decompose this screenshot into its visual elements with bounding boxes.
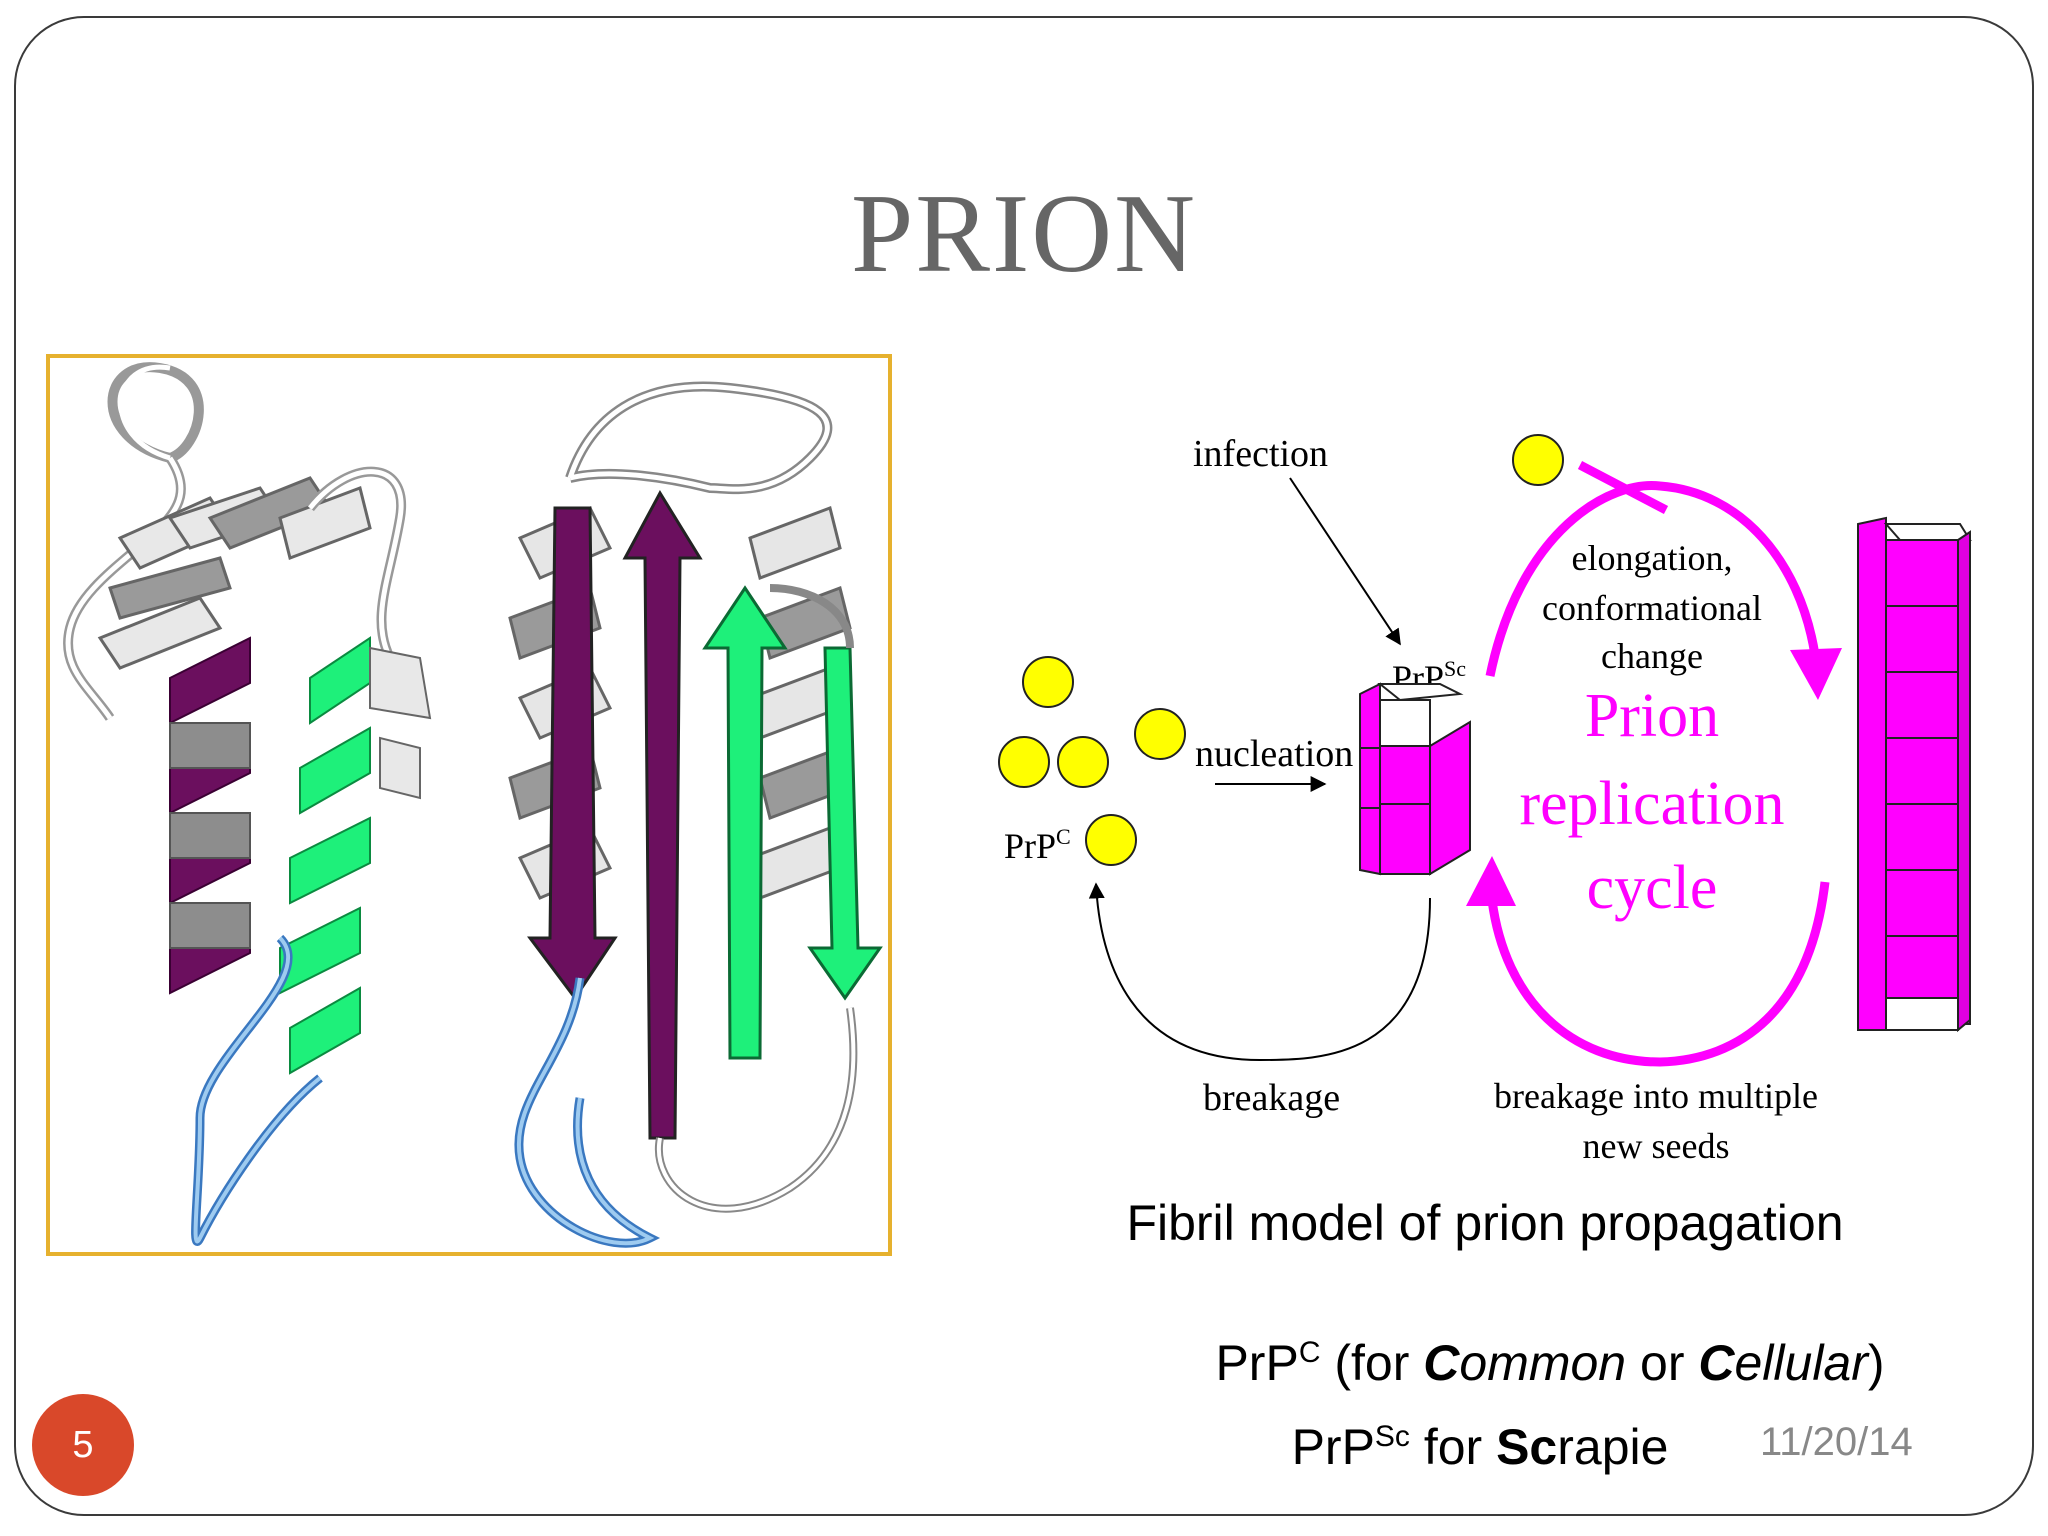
breakage-label: breakage — [1203, 1077, 1340, 1119]
cycle-title-line1: Prion — [1585, 682, 1719, 750]
prpc-label: PrPC — [1004, 824, 1071, 866]
diagram-caption: Fibril model of prion propagation — [1126, 1195, 1844, 1251]
prpsc-seed — [1359, 682, 1471, 876]
elongation-arc — [1485, 481, 1820, 677]
legend-prpc: PrPC (for Common or Cellular) — [1215, 1335, 1885, 1391]
cycle-title-line2: replication — [1519, 770, 1784, 838]
breakage-arc — [1487, 881, 1830, 1067]
prpc-monomer — [998, 736, 1050, 788]
protein-ribbon-illustration — [63, 362, 883, 1248]
elongation-label-line2: conformational — [1542, 588, 1762, 628]
breakage-arrowhead — [1466, 856, 1516, 906]
elongation-label-line3: change — [1601, 636, 1703, 676]
prpc-monomer — [1512, 434, 1564, 486]
prpc-molecule — [63, 362, 432, 1246]
slide-title: PRION — [850, 172, 1198, 296]
cycle-title-line3: cycle — [1587, 854, 1718, 922]
page-number-badge: 5 — [32, 1394, 134, 1496]
prpc-monomer — [1134, 708, 1186, 760]
slide-date: 11/20/14 — [1760, 1420, 1913, 1464]
breakage-arrow — [1088, 882, 1431, 1062]
infection-label: infection — [1193, 433, 1328, 475]
infection-arrow — [1289, 477, 1401, 646]
nucleation-label: nucleation — [1195, 733, 1353, 775]
protein-structure-panel — [46, 354, 892, 1256]
breakage-multi-label-line1: breakage into multiple — [1494, 1076, 1818, 1116]
prpc-monomer — [1057, 736, 1109, 788]
legend-prpsc: PrPSc for Scrapie — [1291, 1419, 1669, 1475]
prpc-monomer — [1085, 814, 1137, 866]
prpc-monomer — [1022, 656, 1074, 708]
elongation-label-line1: elongation, — [1572, 538, 1733, 578]
elongation-arrowhead — [1790, 648, 1842, 700]
prion-fibril — [1857, 516, 1972, 1033]
prpsc-molecule — [508, 381, 883, 1248]
breakage-multi-label-line2: new seeds — [1583, 1126, 1730, 1166]
prion-replication-cycle-diagram: PrPC nucleation infection PrPSc breakage… — [998, 433, 1972, 1166]
